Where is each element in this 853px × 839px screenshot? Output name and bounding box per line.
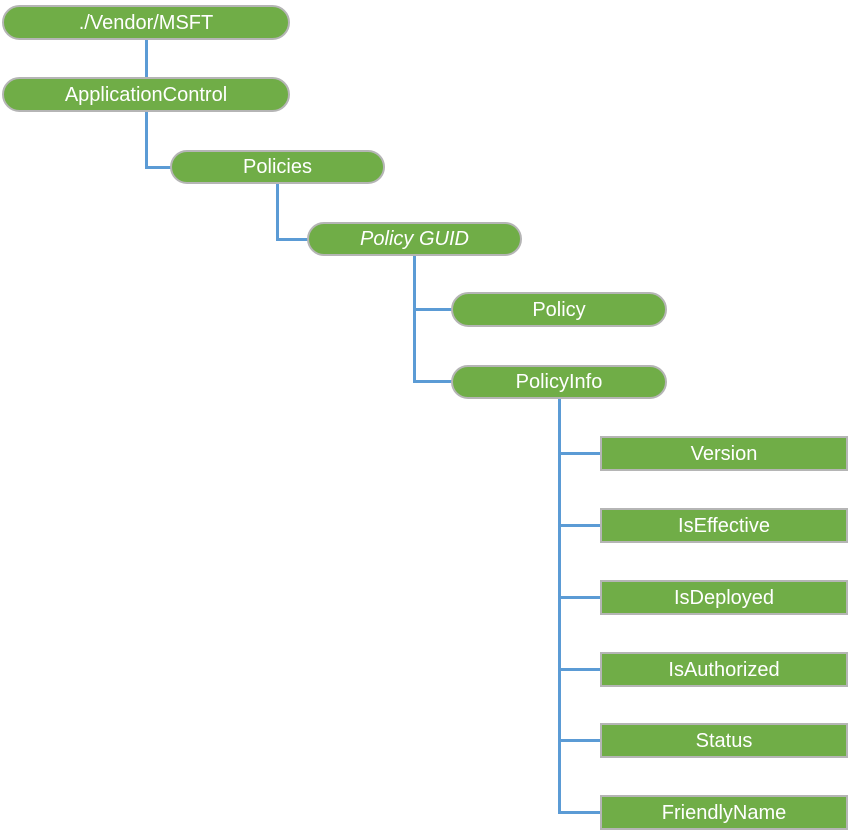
connector-branch-to-policy (413, 308, 453, 311)
connector-branch-to-isdeployed (558, 596, 602, 599)
connector-policies-down (276, 184, 279, 241)
node-policy-label: Policy (532, 298, 586, 321)
node-vendor-msft: ./Vendor/MSFT (2, 5, 290, 40)
connector-applicationcontrol-down (145, 112, 148, 169)
connector-branch-to-isauthorized (558, 668, 602, 671)
node-policies-label: Policies (243, 156, 312, 178)
node-policy: Policy (451, 292, 667, 327)
connector-elbow-to-policy-guid (276, 238, 309, 241)
node-status-label: Status (695, 729, 753, 752)
node-policies: Policies (170, 150, 385, 184)
connector-policyinfo-down (558, 399, 561, 814)
node-policyinfo: PolicyInfo (451, 365, 667, 399)
node-iseffective-label: IsEffective (678, 514, 770, 537)
connector-branch-to-policyinfo (413, 380, 453, 383)
connector-branch-to-version (558, 452, 602, 455)
connector-elbow-to-policies (145, 166, 172, 169)
connector-branch-to-friendlyname (558, 811, 602, 814)
connector-branch-to-iseffective (558, 524, 602, 527)
connector-policy-guid-down (413, 256, 416, 383)
node-applicationcontrol-label: ApplicationControl (64, 83, 228, 106)
node-status: Status (600, 723, 848, 758)
node-isdeployed-label: IsDeployed (673, 586, 775, 609)
node-policyinfo-label: PolicyInfo (515, 371, 603, 393)
node-friendlyname-label: FriendlyName (661, 801, 787, 824)
node-version-label: Version (690, 442, 758, 465)
node-applicationcontrol: ApplicationControl (2, 77, 290, 112)
node-isauthorized: IsAuthorized (600, 652, 848, 687)
node-version: Version (600, 436, 848, 471)
connector-branch-to-status (558, 739, 602, 742)
node-policy-guid: Policy GUID (307, 222, 522, 256)
node-isdeployed: IsDeployed (600, 580, 848, 615)
node-iseffective: IsEffective (600, 508, 848, 543)
node-friendlyname: FriendlyName (600, 795, 848, 830)
connector-root-to-applicationcontrol (145, 40, 148, 77)
node-isauthorized-label: IsAuthorized (668, 658, 780, 681)
node-vendor-msft-label: ./Vendor/MSFT (78, 11, 214, 34)
node-policy-guid-label: Policy GUID (360, 228, 469, 250)
